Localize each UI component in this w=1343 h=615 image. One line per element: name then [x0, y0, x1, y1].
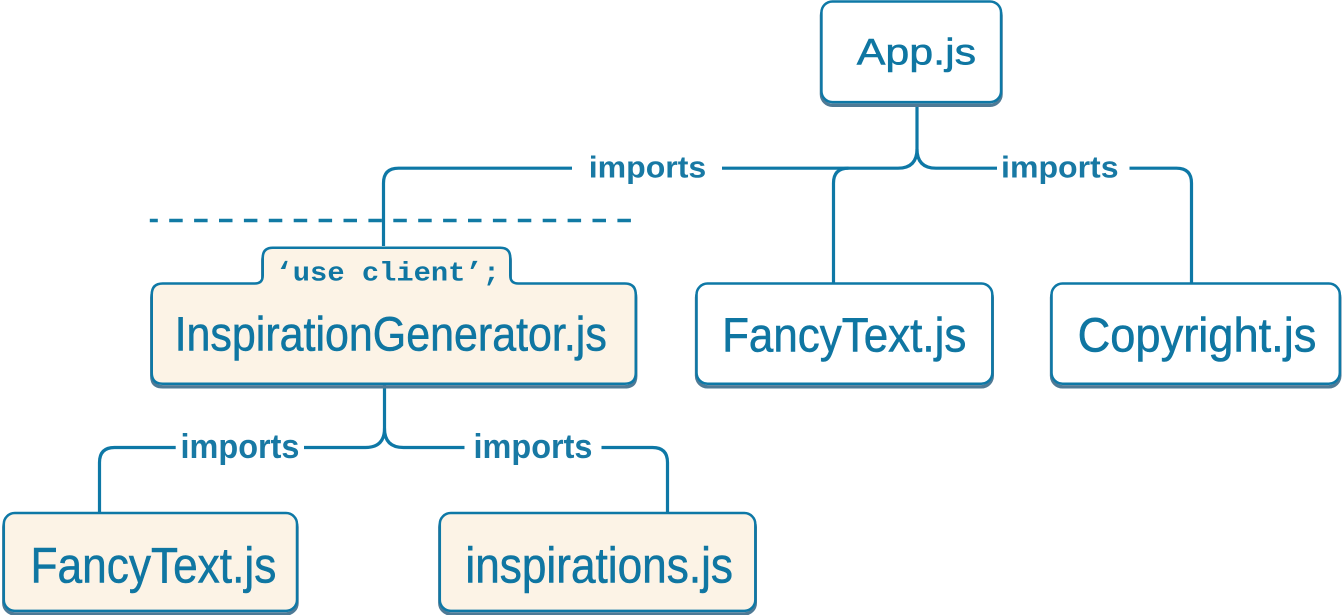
svg-text:imports: imports	[474, 428, 593, 466]
svg-text:App.js: App.js	[857, 31, 976, 73]
svg-text:inspirations.js: inspirations.js	[465, 537, 733, 593]
svg-text:imports: imports	[181, 428, 300, 466]
svg-text:Copyright.js: Copyright.js	[1078, 308, 1317, 362]
svg-text:imports: imports	[1001, 150, 1118, 184]
svg-text:InspirationGenerator.js: InspirationGenerator.js	[175, 307, 607, 361]
svg-text:‘use client’;: ‘use client’;	[276, 259, 500, 289]
svg-text:imports: imports	[589, 150, 706, 184]
svg-text:FancyText.js: FancyText.js	[722, 308, 966, 362]
svg-text:FancyText.js: FancyText.js	[30, 538, 276, 594]
